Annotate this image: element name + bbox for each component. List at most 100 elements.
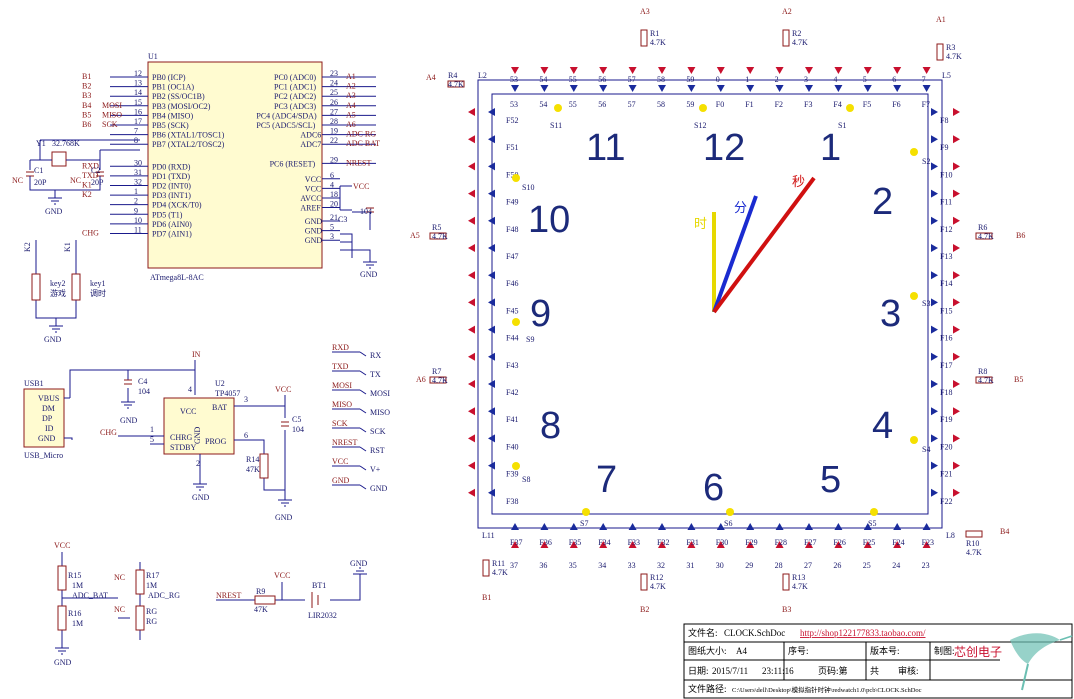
mcu-right-pin-net: NREST — [346, 158, 371, 167]
corner-l8: L8 — [946, 531, 955, 540]
mcu-right-pin-name: AVCC — [300, 194, 321, 203]
netport-right: TX — [370, 370, 381, 379]
led-diode — [540, 85, 549, 92]
led-diode — [931, 189, 938, 198]
led-diode — [687, 67, 696, 74]
led-diode — [931, 271, 938, 280]
adc-rg-label: ADC_RG — [148, 591, 180, 600]
rg-label: RG — [146, 607, 157, 616]
date-label: 日期: — [688, 666, 709, 676]
resistor-value: 4.7K — [432, 376, 448, 385]
size-label: 图纸大小: — [688, 645, 727, 656]
led-diode — [746, 85, 755, 92]
mcu-right-pin-net: A1 — [346, 72, 356, 81]
led-diode — [599, 523, 608, 530]
c5-gnd: GND — [275, 513, 293, 522]
led-diode — [468, 352, 475, 361]
mcu-left-pin-num: 8 — [134, 136, 138, 145]
led-label-right: F8 — [940, 116, 948, 125]
charger-pin-bat: BAT — [212, 403, 227, 412]
r14-ref: R14 — [246, 455, 259, 464]
netport-left: TXD — [332, 362, 349, 371]
mcu-right-pin-num: 28 — [330, 117, 338, 126]
led-diode — [834, 523, 843, 530]
led-diode — [488, 407, 495, 416]
keys-gnd: GND — [44, 335, 62, 344]
mcu-left-pin-net: B1 — [82, 72, 91, 81]
led-diode — [488, 271, 495, 280]
led-label-right: F14 — [940, 279, 952, 288]
mcu-left-pin-num: 7 — [134, 127, 138, 136]
r17-nc: NC — [114, 573, 125, 582]
rg-nc: NC — [114, 605, 125, 614]
led-diode — [931, 298, 938, 307]
led-label-left: F45 — [506, 306, 518, 315]
c3-value: 104 — [360, 207, 372, 216]
charger-pin6: 6 — [244, 431, 248, 440]
r16-ref: R16 — [68, 609, 81, 618]
netport-right: V+ — [370, 465, 381, 474]
mcu-left-pin-name: PD0 (RXD) — [152, 162, 191, 171]
shop-url-link[interactable]: http://shop122177833.taobao.com/ — [800, 628, 926, 638]
led-num-bottom: 35 — [569, 561, 577, 570]
led-label-bottom: F35 — [569, 538, 581, 547]
led-label-top: 53 — [510, 100, 518, 109]
mcu-right-pin-name: GND — [305, 236, 323, 245]
mcu-right-pin-name: ADC6 — [300, 131, 321, 140]
led-diode — [746, 67, 755, 74]
led-diode — [716, 67, 725, 74]
led-diode — [931, 325, 938, 334]
netport-slant — [359, 446, 367, 452]
mcu-right-pin-name: VCC — [305, 184, 321, 193]
led-row-right: F8F9F10F11F12F13F14F15F16F17F18F19F20F21… — [931, 108, 960, 506]
switch-label: S2 — [922, 157, 930, 166]
led-diode — [931, 434, 938, 443]
gnd-symbol-mcu — [363, 261, 377, 269]
led-diode — [511, 85, 519, 92]
led-label-bottom: F29 — [745, 538, 757, 547]
led-diode — [931, 352, 938, 361]
mcu-right-pin-num: 27 — [330, 107, 338, 116]
led-label-bottom: F23 — [922, 538, 934, 547]
mcu-right-pin-num: 22 — [330, 136, 338, 145]
mcu-right-pin-num: 6 — [330, 171, 334, 180]
mcu-left-pin-name: PB5 (SCK) — [152, 121, 189, 130]
netport-left: GND — [332, 476, 350, 485]
led-diode — [953, 461, 960, 470]
led-num-bottom: 30 — [716, 561, 724, 570]
resistor-body — [640, 573, 648, 591]
mcu-body — [147, 61, 323, 269]
mcu-left-pin-name: PD4 (XCK/T0) — [152, 201, 202, 210]
resistor-body — [429, 376, 447, 384]
netport-slant — [359, 484, 367, 490]
led-label-right: F15 — [940, 306, 952, 315]
clock-numeral: 11 — [586, 127, 625, 169]
clock-numeral: 6 — [703, 467, 724, 509]
led-diode — [468, 271, 475, 280]
resistor-value: 4.7K — [946, 52, 962, 61]
mcu-left-pin-num: 17 — [134, 117, 142, 126]
led-label-left: F51 — [506, 143, 518, 152]
switch-pad — [910, 292, 918, 300]
led-num-bottom: 37 — [510, 561, 518, 570]
usb-ref: USB1 — [24, 379, 44, 388]
mcu-right-pin-name: PC5 (ADC5/SCL) — [256, 121, 315, 130]
led-label-left: F43 — [506, 361, 518, 370]
led-diode — [931, 488, 938, 497]
led-diode — [658, 523, 666, 530]
led-label-right: F9 — [940, 143, 948, 152]
netport-slant — [359, 351, 367, 357]
mcu-left-pin-net: B6 — [82, 120, 91, 129]
led-diode — [953, 488, 960, 497]
mcu-left-pin-name: PB4 (MISO) — [152, 111, 193, 120]
minute-hand-label: 分 — [734, 200, 747, 215]
switch-label: S6 — [724, 519, 732, 528]
clock-numeral: 5 — [820, 459, 841, 501]
mcu-left-pin-net2: MOSI — [102, 101, 122, 110]
clock-numeral: 8 — [540, 405, 561, 447]
charger-pin1: 1 — [150, 425, 154, 434]
led-diode — [599, 85, 608, 92]
switch-label: S8 — [522, 475, 530, 484]
